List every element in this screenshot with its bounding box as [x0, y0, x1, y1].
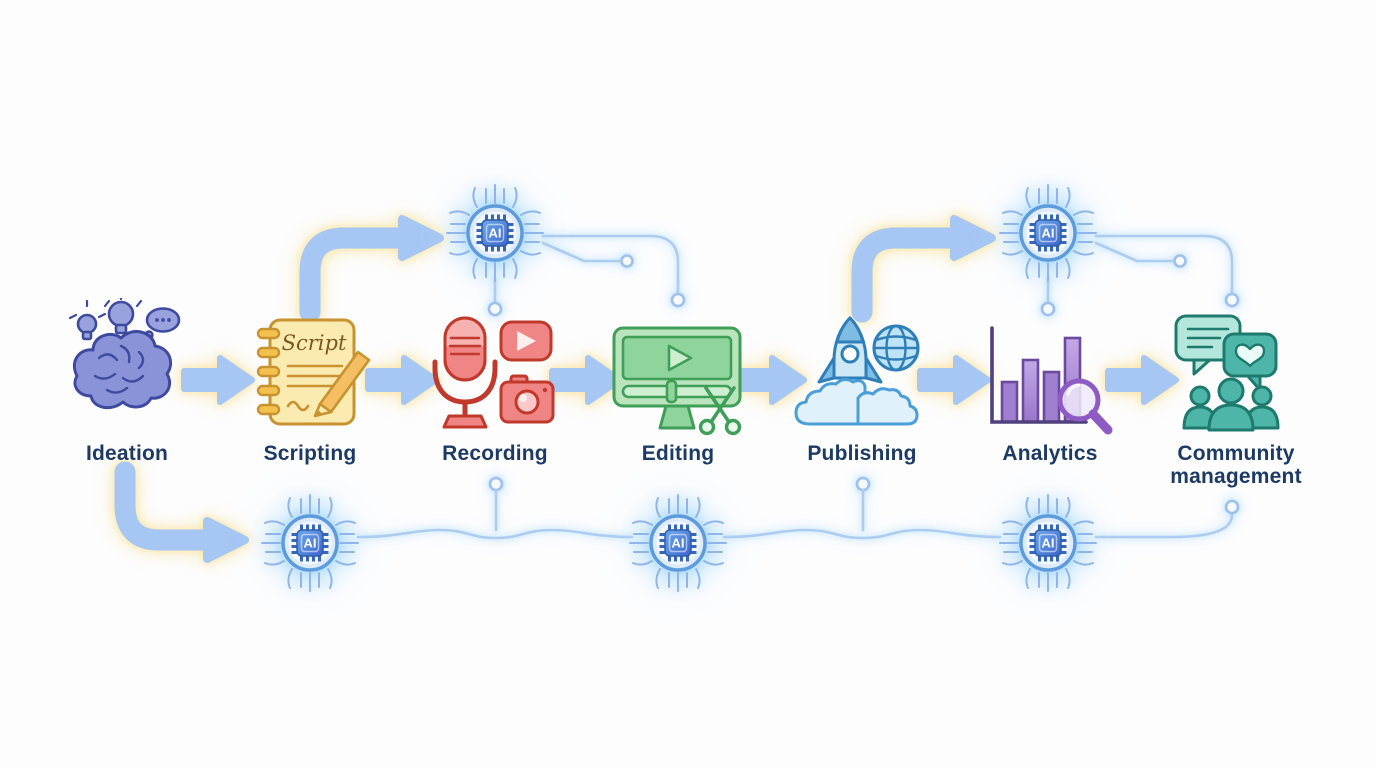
rocket-icon: [817, 316, 883, 388]
script-badge-text: Script: [282, 331, 347, 355]
ai-chip-label: AI: [489, 226, 502, 241]
ai-chip-top-recording: AI: [445, 183, 545, 283]
arrow-analytics-community: [1105, 355, 1179, 405]
ai-chip-top-analytics: AI: [998, 183, 1098, 283]
ai-chip-bottom-scripting: AI: [260, 493, 360, 593]
arrow-publishing-to-ai-top: [851, 215, 996, 323]
ai-chip-label: AI: [1042, 226, 1055, 241]
stage-label-publishing: Publishing: [807, 442, 917, 465]
arrow-recording-editing: [549, 355, 623, 405]
script-notebook-icon: Script: [256, 318, 371, 426]
stage-label-recording: Recording: [442, 442, 548, 465]
arrow-ideation-scripting: [181, 355, 255, 405]
globe-icon: [872, 324, 920, 372]
brain-lightbulb-icon: [68, 298, 181, 410]
flow-arrows: [181, 355, 1179, 405]
stage-label-community: Community management: [1170, 442, 1302, 489]
arrow-publishing-analytics: [917, 355, 991, 405]
video-editor-monitor-icon: [612, 326, 742, 436]
stage-label-editing: Editing: [641, 442, 715, 465]
ai-chip-nodes: AI AI AI AI AI: [260, 183, 1098, 593]
stage-label-ideation: Ideation: [85, 442, 169, 465]
ai-chip-label: AI: [304, 536, 317, 551]
people-icon: [1182, 377, 1280, 432]
bar-chart-magnifier-icon: [990, 326, 1113, 435]
arrow-scripting-to-ai-top: [299, 215, 444, 323]
magnifier-icon: [1057, 378, 1113, 435]
arrow-scripting-recording: [365, 355, 439, 405]
chat-people-icon: [1174, 314, 1280, 432]
heart-bubble-icon: [1222, 332, 1278, 392]
ai-chip-bottom-editing: AI: [628, 493, 728, 593]
rocket-globe-icon: [794, 316, 920, 426]
ai-chip-label: AI: [1042, 536, 1055, 551]
circuit-traces: [356, 234, 1240, 540]
arrow-ideation-to-ai-bottom: [114, 461, 249, 563]
scissors-icon: [698, 386, 742, 436]
arrow-editing-publishing: [733, 355, 807, 405]
stage-label-scripting: Scripting: [263, 442, 357, 465]
ai-chip-bottom-analytics: AI: [998, 493, 1098, 593]
stage-label-analytics: Analytics: [1002, 442, 1098, 465]
ai-chip-label: AI: [672, 536, 685, 551]
microphone-camera-icon: [432, 316, 555, 429]
curved-arrows: [114, 215, 996, 563]
